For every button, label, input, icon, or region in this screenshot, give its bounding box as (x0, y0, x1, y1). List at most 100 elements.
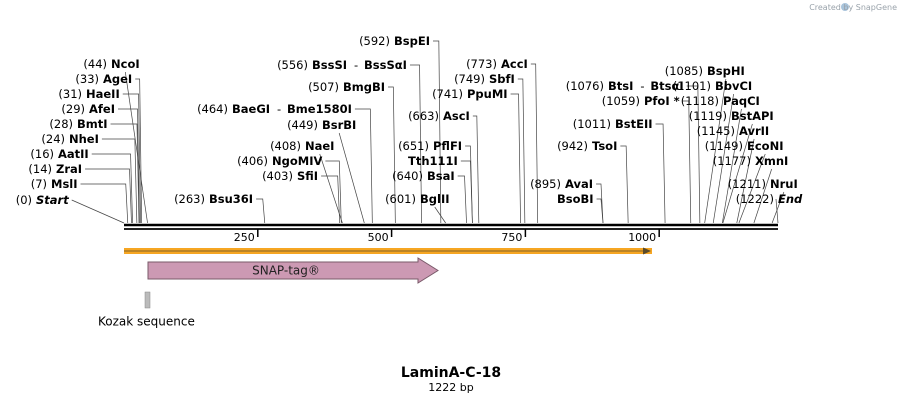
enzyme-position: (16) (30, 147, 54, 161)
leader-line-naei (319, 153, 343, 224)
enzyme-name: PflFI (433, 139, 462, 153)
enzyme-site-msli[interactable]: (7) MslI (31, 177, 78, 191)
enzyme-name: HaeII (86, 87, 120, 101)
enzyme-site-baegi[interactable]: (464)BaeGI-Bme1580I (197, 102, 352, 116)
scale-ticks: 250 500 750 1000 (234, 229, 660, 244)
enzyme-position: (1011) (573, 117, 611, 131)
enzyme-name: BstEII (615, 117, 653, 131)
enzyme-separator: - (277, 102, 281, 116)
leader-line-bmti (110, 123, 140, 224)
leader-line-paqci (721, 108, 742, 224)
enzyme-position: (1177) (713, 154, 751, 168)
leader-line-econi (738, 153, 766, 224)
enzyme-site-bsphi[interactable]: (1085)BspHI (665, 64, 745, 78)
leader-line-avai (596, 183, 604, 224)
enzyme-site-naei[interactable]: (408)NaeI (270, 139, 334, 153)
enzyme-site-nrui[interactable]: (1211)NruI (728, 177, 798, 191)
enzyme-site-xmni[interactable]: (1177)XmnI (713, 154, 789, 168)
enzyme-site-avrii[interactable]: (1145)AvrII (697, 124, 769, 138)
enzyme-site-pfoi-[interactable]: (1059)PfoI * (602, 94, 680, 108)
enzyme-position: (1119) (689, 109, 727, 123)
enzyme-position: (1101) (673, 79, 711, 93)
credit-text: Created by SnapGene (809, 3, 897, 12)
leader-line-ppumi (510, 93, 521, 224)
enzyme-site-bmti[interactable]: (28)BmtI (49, 117, 107, 131)
enzyme-site-pflfi[interactable]: (651)PflFI (398, 139, 462, 153)
enzyme-name: BaeGI (232, 102, 270, 116)
enzyme-site-avai[interactable]: (895)AvaI (530, 177, 593, 191)
enzyme-site-sbfi[interactable]: (749)SbfI (454, 72, 515, 86)
enzyme-site-bspei[interactable]: (592)BspEI (359, 34, 430, 48)
enzyme-site-zrai[interactable]: (14)ZraI (28, 162, 82, 176)
feature-kozak[interactable]: Kozak sequence (98, 291, 195, 329)
enzyme-position: (1118) (681, 94, 719, 108)
feature-snap-tag[interactable]: SNAP-tag® (147, 257, 439, 284)
enzyme-name: Bsu36I (209, 192, 253, 206)
enzyme-site-btsi[interactable]: (1076)BtsI-BtsαI (566, 79, 684, 93)
enzyme-site-tth111i[interactable]: Tth111I (408, 154, 458, 168)
scale-tick-label: 500 (368, 231, 389, 244)
enzyme-name: AccI (501, 57, 528, 71)
feature-kozak-label: Kozak sequence (98, 315, 195, 329)
enzyme-labels: (0)Start (7) MslI(14)ZraI(16)AatII(24)NheI… (16, 34, 803, 207)
scale-tick-label: 1000 (628, 231, 656, 244)
leader-line-avrii (736, 138, 755, 224)
scale-tick-label: 750 (501, 231, 522, 244)
enzyme-site-bstapi[interactable]: (1119)BstAPI (689, 109, 774, 123)
enzyme-site-asci[interactable]: (663)AscI (408, 109, 470, 123)
enzyme-name: BbvCI (715, 79, 752, 93)
enzyme-name-2: BtsαI (650, 79, 683, 93)
enzyme-site-end[interactable]: (1222)End (736, 192, 803, 206)
enzyme-name: BsrBI (322, 118, 356, 132)
enzyme-position: (601) (385, 192, 416, 206)
enzyme-separator: - (354, 58, 358, 72)
enzyme-site-bsssi[interactable]: (556)BssSI-BssSαI (277, 58, 407, 72)
leader-line-bsai (457, 175, 467, 224)
enzyme-position: (942) (557, 139, 588, 153)
leader-line-btsi (686, 85, 701, 224)
enzyme-site-tsoi[interactable]: (942)TsoI (557, 139, 617, 153)
map-subtitle: 1222 bp (428, 381, 473, 394)
leader-line-bsu36i (256, 198, 266, 224)
leader-line-bsrbi (338, 132, 365, 224)
enzyme-name: MslI (51, 177, 78, 191)
enzyme-position: (1149) (705, 139, 743, 153)
enzyme-name: NcoI (111, 57, 140, 71)
enzyme-site-bsu36i[interactable]: (263)Bsu36I (174, 192, 253, 206)
enzyme-site-agei[interactable]: (33)AgeI (75, 72, 132, 86)
scale-tick-label: 250 (234, 231, 255, 244)
feature-snap-tag-label: SNAP-tag® (252, 264, 320, 278)
enzyme-site-ngomiv[interactable]: (406)NgoMIV (237, 154, 322, 168)
enzyme-site-bsai[interactable]: (640)BsaI (392, 169, 455, 183)
leader-line-xmni (753, 168, 772, 224)
leader-line-agei (135, 78, 143, 224)
enzyme-site-paqci[interactable]: (1118)PaqCI (681, 94, 760, 108)
enzyme-site-haeii[interactable]: (31)HaeII (58, 87, 119, 101)
enzyme-site-bbvci[interactable]: (1101) BbvCI (673, 79, 752, 93)
enzyme-site-nhei[interactable]: (24)NheI (41, 132, 99, 146)
enzyme-name: BspHI (707, 64, 745, 78)
enzyme-site-acci[interactable]: (773)AccI (466, 57, 528, 71)
enzyme-site-bsobi[interactable]: BsoBI (557, 192, 594, 206)
leader-line-sbfi (517, 78, 526, 224)
enzyme-site-sfii[interactable]: (403)SfiI (262, 169, 318, 183)
enzyme-site-bmgbi[interactable]: (507)BmgBI (308, 80, 385, 94)
enzyme-site-bsrbi[interactable]: (449)BsrBI (287, 118, 356, 132)
enzyme-position: (7) (31, 177, 47, 191)
enzyme-name: AfeI (89, 102, 115, 116)
enzyme-site-ppumi[interactable]: (741)PpuMI (432, 87, 508, 101)
enzyme-site-bglii[interactable]: (601)BglII (385, 192, 449, 206)
enzyme-site-afei[interactable]: (29)AfeI (61, 102, 115, 116)
enzyme-position: (1076) (566, 79, 604, 93)
enzyme-position: (0) (16, 193, 32, 207)
enzyme-site-bsteii[interactable]: (1011) BstEII (573, 117, 653, 131)
enzyme-site-ncoi[interactable]: (44)NcoI (83, 57, 139, 71)
leader-line-bspei (432, 40, 442, 224)
enzyme-site-aatii[interactable]: (16)AatII (30, 147, 88, 161)
leader-line-msli (80, 183, 129, 224)
enzyme-site-econi[interactable]: (1149)EcoNI (705, 139, 784, 153)
map-title: LaminA-C-18 (401, 365, 501, 381)
enzyme-site-start[interactable]: (0)Start (16, 193, 70, 207)
leader-line-ncoi (124, 71, 148, 224)
